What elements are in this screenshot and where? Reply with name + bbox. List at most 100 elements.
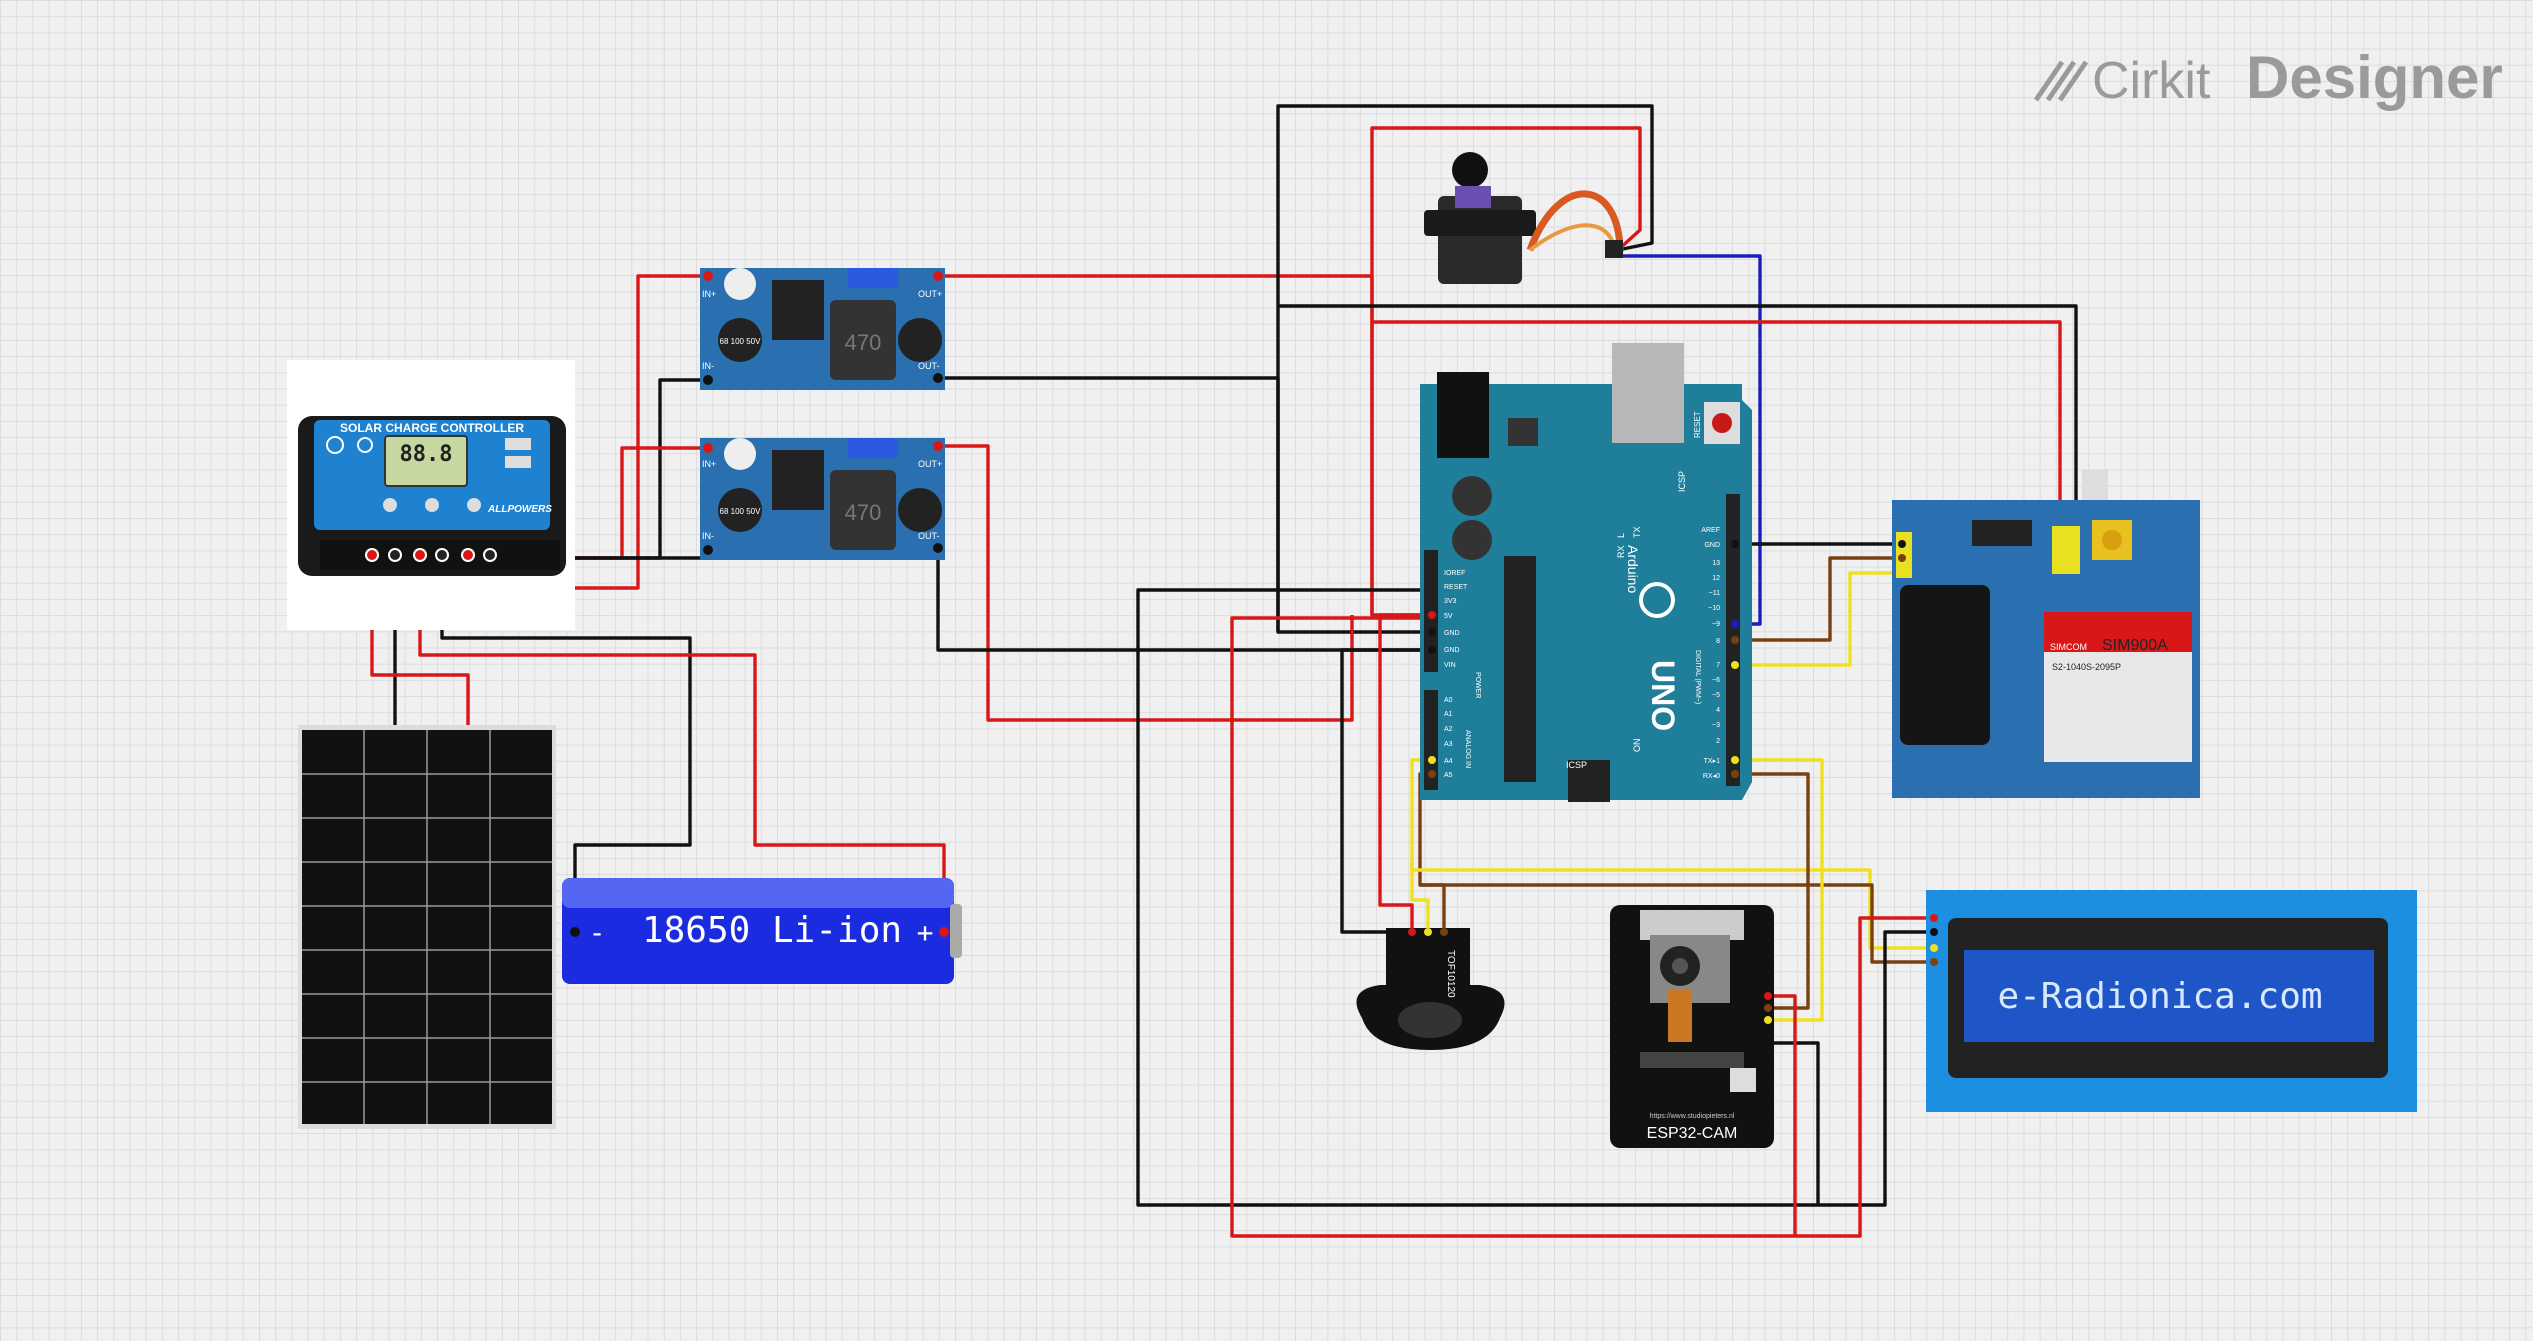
brand-name: Cirkit <box>2092 52 2211 110</box>
wire-buck2-out-pos[interactable] <box>938 444 1354 722</box>
terminal-solar-neg[interactable] <box>388 548 402 562</box>
solar-panel[interactable] <box>298 725 556 1129</box>
pin-dot-5v[interactable] <box>1428 611 1436 619</box>
esp-pin-rx[interactable] <box>1764 1004 1772 1012</box>
buck2-out-neg-terminal[interactable] <box>933 543 943 553</box>
wire-buck2-out-neg[interactable] <box>936 548 1432 652</box>
wire-gsm-rx[interactable] <box>1735 571 1902 667</box>
wire-lcd-scl[interactable] <box>1420 883 1934 964</box>
button-icon[interactable] <box>467 498 481 512</box>
lcd-readout <box>384 435 468 487</box>
pin-dot-8[interactable] <box>1731 636 1739 644</box>
tof-pin-scl[interactable] <box>1440 928 1448 936</box>
wire-servo-vcc[interactable] <box>1370 126 1642 615</box>
arduino-uno[interactable]: RESET ICSP ICSP Arduino UNO L TX RX ON P… <box>1420 343 1752 802</box>
wire-lcd-gnd[interactable] <box>1136 588 1934 1207</box>
esp-pin-gnd[interactable] <box>1764 1039 1772 1047</box>
button-icon[interactable] <box>425 498 439 512</box>
servo-label-sticker <box>1455 186 1491 208</box>
buck-converter-2[interactable]: 68 100 50V 470 IN+ IN- OUT+ OUT- <box>700 438 945 560</box>
pin-dot-7[interactable] <box>1731 661 1739 669</box>
lcd-16x2[interactable]: e-Radionica.com <box>1926 890 2417 1112</box>
terminal-battery-neg[interactable] <box>435 548 449 562</box>
pin-dot-gnd2[interactable] <box>1428 646 1436 654</box>
tof-pin-gnd[interactable] <box>1394 928 1402 936</box>
esp-pin-5v[interactable] <box>1764 992 1772 1000</box>
gsm-sim900a-module[interactable]: SIMCOM SIM900A S2-1040S-2095P <box>1892 470 2200 798</box>
pin-13: 13 <box>1712 560 1720 567</box>
wire-battery-pos[interactable] <box>418 555 946 932</box>
buck1-out-neg-terminal[interactable] <box>933 373 943 383</box>
lcd-pin-gnd[interactable] <box>1930 928 1938 936</box>
pin-aref: AREF <box>1701 527 1720 534</box>
button-icon[interactable] <box>383 498 397 512</box>
tof10120-sensor[interactable]: TOF10120 <box>1356 928 1505 1050</box>
regulator-chip <box>772 280 824 340</box>
wire-lcd-vcc[interactable] <box>1230 616 1934 1238</box>
wire-gsm-tx[interactable] <box>1735 556 1902 642</box>
pin-dot-rx[interactable] <box>1731 770 1739 778</box>
buck1-in-neg-terminal[interactable] <box>703 375 713 385</box>
power-header <box>1424 550 1438 672</box>
battery-18650[interactable]: - 18650 Li-ion + <box>562 878 962 984</box>
trimpot[interactable] <box>848 438 898 458</box>
buck2-in-pos-terminal[interactable] <box>703 443 713 453</box>
trimpot[interactable] <box>848 268 898 288</box>
arduino-icsp-label: ICSP <box>1566 760 1587 770</box>
reset-button[interactable] <box>1712 413 1732 433</box>
pin-dot-gnd-d[interactable] <box>1731 540 1739 548</box>
wire-tof-sda[interactable] <box>1410 758 1432 932</box>
buck2-cap-label: 68 100 50V <box>720 507 762 516</box>
gsm-model: SIM900A <box>2102 637 2168 654</box>
controller-title: SOLAR CHARGE CONTROLLER <box>340 421 524 435</box>
wire-gsm-gnd[interactable] <box>1278 304 2078 530</box>
wire-esp-rx[interactable] <box>1735 772 1810 1010</box>
buck2-out-pos-terminal[interactable] <box>933 441 943 451</box>
sim-slot <box>1900 585 1990 745</box>
gsm-pin-rx[interactable] <box>1898 569 1906 577</box>
buck2-in-neg-terminal[interactable] <box>703 545 713 555</box>
tof-pin-sda[interactable] <box>1424 928 1432 936</box>
wire-gsm-vcc[interactable] <box>1372 320 2062 530</box>
battery-neg-terminal[interactable] <box>570 927 580 937</box>
buck1-out-pos-terminal[interactable] <box>933 271 943 281</box>
wire-esp-vcc[interactable] <box>1768 994 1797 1236</box>
wire-tof-gnd[interactable] <box>1340 648 1432 934</box>
wire-lcd-sda[interactable] <box>1410 860 1934 950</box>
terminal-battery-pos[interactable] <box>413 548 427 562</box>
wire-buck1-out-pos[interactable] <box>938 274 1432 617</box>
buck1-pin-in-pos: IN+ <box>702 289 716 299</box>
gsm-pin-tx[interactable] <box>1898 554 1906 562</box>
buck-converter-1[interactable]: 68 100 50V 470 IN+ IN- OUT+ OUT- <box>700 268 945 390</box>
controller-brand: ALLPOWERS <box>487 504 552 515</box>
gsm-pin-gnd[interactable] <box>1898 540 1906 548</box>
pin-dot-a4[interactable] <box>1428 756 1436 764</box>
lcd-pin-vcc[interactable] <box>1930 914 1938 922</box>
cirkit-designer-logo: Cirkit Designer <box>2033 44 2503 111</box>
lcd-pin-scl[interactable] <box>1930 958 1938 966</box>
wire-esp-gnd[interactable] <box>1768 1041 1820 1205</box>
pin-gnd-2: GND <box>1444 647 1460 654</box>
wire-buck1-out-neg[interactable] <box>938 376 1432 634</box>
pin-dot-a5[interactable] <box>1428 770 1436 778</box>
terminal-solar-pos[interactable] <box>365 548 379 562</box>
esp32-cam[interactable]: https://www.studiopieters.nl ESP32-CAM <box>1610 905 1774 1148</box>
gsm-code: S2-1040S-2095P <box>2052 662 2121 672</box>
lcd-pin-sda[interactable] <box>1930 944 1938 952</box>
wire-servo-gnd[interactable] <box>1276 104 1654 632</box>
esp-pin-tx[interactable] <box>1764 1016 1772 1024</box>
pin-dot-gnd[interactable] <box>1428 628 1436 636</box>
wire-tof-vcc[interactable] <box>1378 613 1432 932</box>
terminal-load-neg[interactable] <box>483 548 497 562</box>
solar-charge-controller[interactable]: SOLAR CHARGE CONTROLLER 88.8 ALLPOWERS <box>287 360 575 630</box>
buck1-in-pos-terminal[interactable] <box>703 271 713 281</box>
pin-dot-tx[interactable] <box>1731 756 1739 764</box>
terminal-load-pos[interactable] <box>461 548 475 562</box>
battery-pos-terminal[interactable] <box>939 927 949 937</box>
servo-motor[interactable] <box>1424 152 1624 284</box>
servo-connector[interactable] <box>1605 240 1623 258</box>
tof-pin-vcc[interactable] <box>1408 928 1416 936</box>
controller-display: 88.8 <box>400 442 453 467</box>
pin-dot-9[interactable] <box>1731 620 1739 628</box>
